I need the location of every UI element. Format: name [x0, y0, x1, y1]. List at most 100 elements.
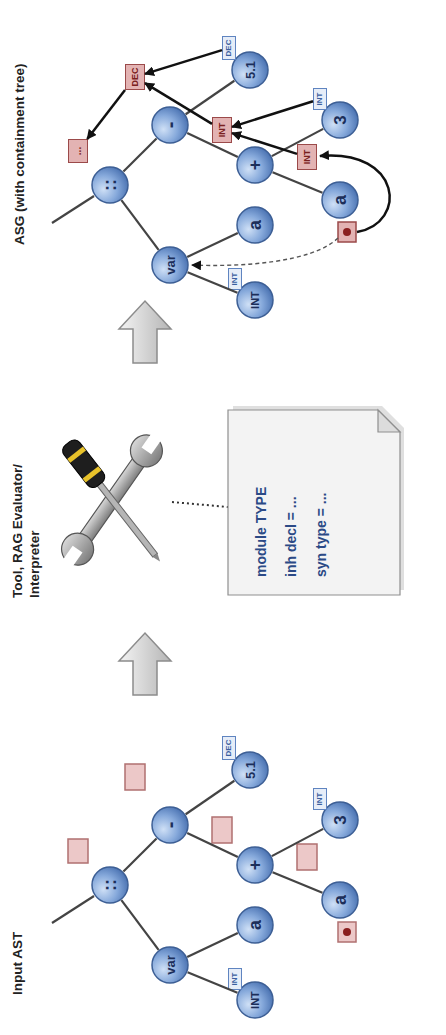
tree-node: +: [236, 846, 274, 884]
note-fold: [378, 410, 400, 432]
type-tag: DEC: [222, 36, 236, 60]
tree-node: a: [236, 206, 274, 244]
process-arrow: [119, 301, 171, 363]
tree-edge: [187, 933, 238, 957]
reference-dot: [343, 228, 351, 236]
node-content: INT: [229, 269, 241, 289]
attribute-box: [297, 844, 317, 870]
node-content: 5.1: [231, 751, 269, 789]
heading-label: Tool, RAG Evaluator/ Interpreter: [10, 426, 44, 598]
node-label: var: [164, 255, 177, 275]
screwdriver-shaft: [96, 481, 157, 557]
node-circle: [152, 247, 188, 283]
wrench-icon: [55, 527, 100, 572]
attribute-box: DEC: [125, 64, 145, 90]
node-content: INT: [229, 969, 241, 989]
tree-edge: [273, 172, 323, 193]
tree-node: var: [151, 946, 189, 984]
node-label: +: [246, 160, 264, 171]
screwdriver-tip: [153, 553, 163, 563]
node-content: var: [151, 946, 189, 984]
reference-dot: [343, 928, 351, 936]
node-content: INT: [298, 145, 316, 169]
tree-stub: [52, 196, 94, 223]
node-content: module TYPE inh decl = ... syn type = ...: [228, 410, 400, 595]
note-text: syn type = ...: [314, 493, 328, 577]
node-circle: [322, 102, 358, 138]
note-text: inh decl = ...: [284, 496, 298, 577]
node-content: var: [151, 246, 189, 284]
type-tag: INT: [313, 88, 327, 110]
screwdriver-stripe: [83, 466, 102, 482]
tree-node: ::: [91, 866, 129, 904]
node-circle: [237, 207, 273, 243]
leader-line: [172, 502, 228, 507]
type-tag: DEC: [222, 736, 236, 760]
node-content: INT: [314, 89, 326, 109]
node-circle: [322, 802, 358, 838]
type-tag: INT: [228, 268, 242, 290]
node-label: DEC: [225, 740, 233, 757]
node-label: 5.1: [244, 61, 257, 79]
node-label: ::: [101, 179, 119, 191]
node-content: +: [236, 846, 274, 884]
node-label: 3: [332, 115, 349, 124]
node-content: DEC: [223, 37, 235, 59]
node-label: DEC: [225, 40, 233, 57]
wrench-jaw: [141, 433, 161, 455]
attribute-flow-arrow: [145, 83, 212, 124]
node-label: -: [160, 122, 180, 129]
screwdriver-stripe: [67, 447, 86, 463]
screwdriver-icon: [60, 437, 168, 568]
attribute-flow-arrow: [232, 101, 313, 127]
node-circle: [92, 167, 128, 203]
type-tag: INT: [313, 788, 327, 810]
node-circle: [322, 182, 358, 218]
node-circle: [237, 282, 273, 318]
tree-edge: [187, 833, 238, 857]
node-content: -: [151, 106, 189, 144]
tree-stub: [52, 896, 94, 923]
tree-node: a: [236, 906, 274, 944]
attribute-flow-arrow: [87, 90, 125, 139]
node-label: INT: [231, 273, 239, 286]
reference-box: [338, 922, 356, 942]
tree-edge: [123, 138, 156, 171]
tree-edge: [121, 200, 158, 250]
tree-node: 5.1: [231, 51, 269, 89]
node-label: ...: [73, 147, 83, 155]
tree-edge: [272, 129, 323, 156]
tree-node: ::: [91, 166, 129, 204]
node-content: ...: [69, 140, 87, 162]
tree-node: 5.1: [231, 751, 269, 789]
attribute-box: INT: [297, 144, 317, 170]
node-content: DEC: [126, 65, 144, 89]
node-label: a: [331, 895, 349, 905]
node-content: DEC: [223, 737, 235, 759]
node-circle: [152, 107, 188, 143]
node-circle: [322, 882, 358, 918]
node-label: INT: [303, 150, 312, 165]
process-arrow: [119, 633, 171, 695]
note-text: module TYPE: [254, 487, 268, 577]
node-circle: [152, 807, 188, 843]
node-label: DEC: [131, 68, 140, 87]
node-label: var: [164, 955, 177, 975]
node-label: ::: [101, 879, 119, 891]
tree-node: -: [151, 806, 189, 844]
node-circle: [237, 907, 273, 943]
node-label: INT: [316, 93, 324, 106]
spec-note: module TYPE inh decl = ... syn type = ...: [228, 410, 400, 595]
process-arrow: [119, 633, 171, 695]
node-label: a: [331, 195, 349, 205]
node-label: INT: [231, 973, 239, 986]
attribute-box: [125, 764, 145, 790]
heading-label: ASG (with containment tree): [12, 63, 29, 245]
tree-node: -: [151, 106, 189, 144]
wrench-icon: [54, 427, 170, 573]
tree-node: var: [151, 246, 189, 284]
tree-edge: [187, 233, 238, 257]
tree-edge: [123, 838, 156, 871]
